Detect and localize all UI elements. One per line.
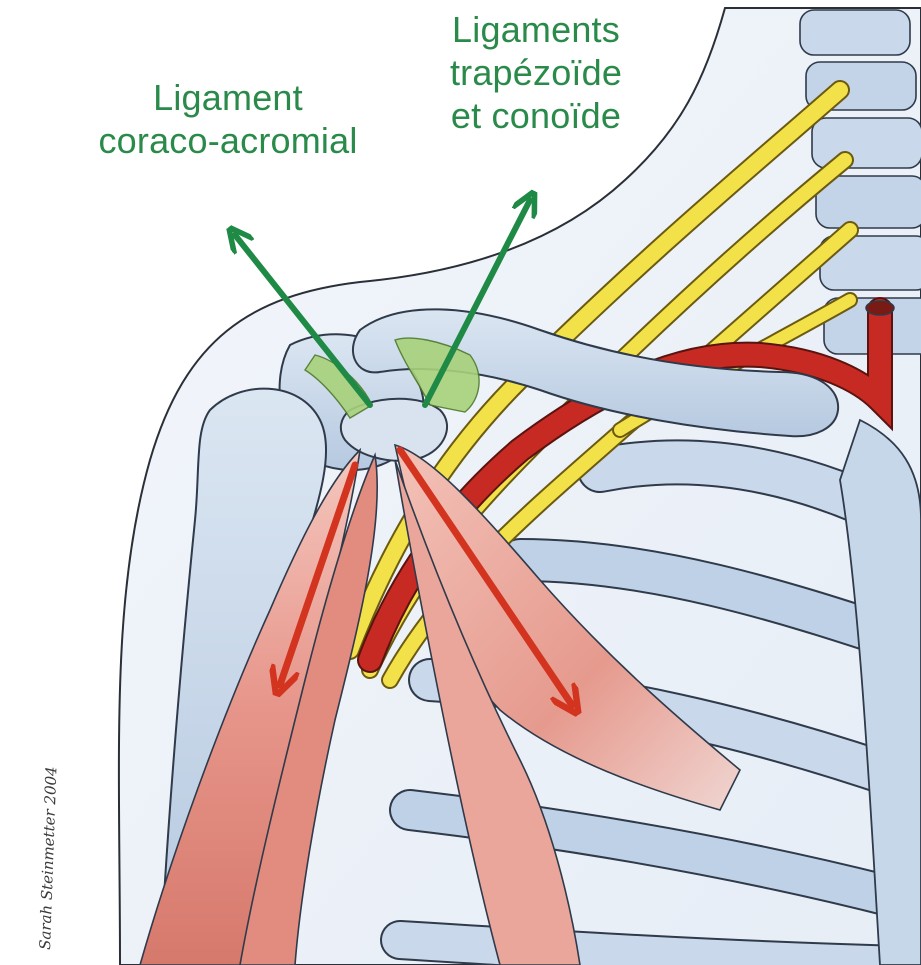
label-line: coraco-acromial <box>78 119 378 162</box>
coraco-acromial-ligament-label: Ligament coraco-acromial <box>78 76 378 162</box>
artist-signature: Sarah Steinmetter 2004 <box>36 766 60 950</box>
trapezoid-conoid-ligaments-label: Ligaments trapézoïde et conoïde <box>420 8 652 138</box>
label-line: Ligament <box>78 76 378 119</box>
label-line: trapézoïde <box>420 51 652 94</box>
label-line: Ligaments <box>420 8 652 51</box>
label-line: et conoïde <box>420 94 652 137</box>
